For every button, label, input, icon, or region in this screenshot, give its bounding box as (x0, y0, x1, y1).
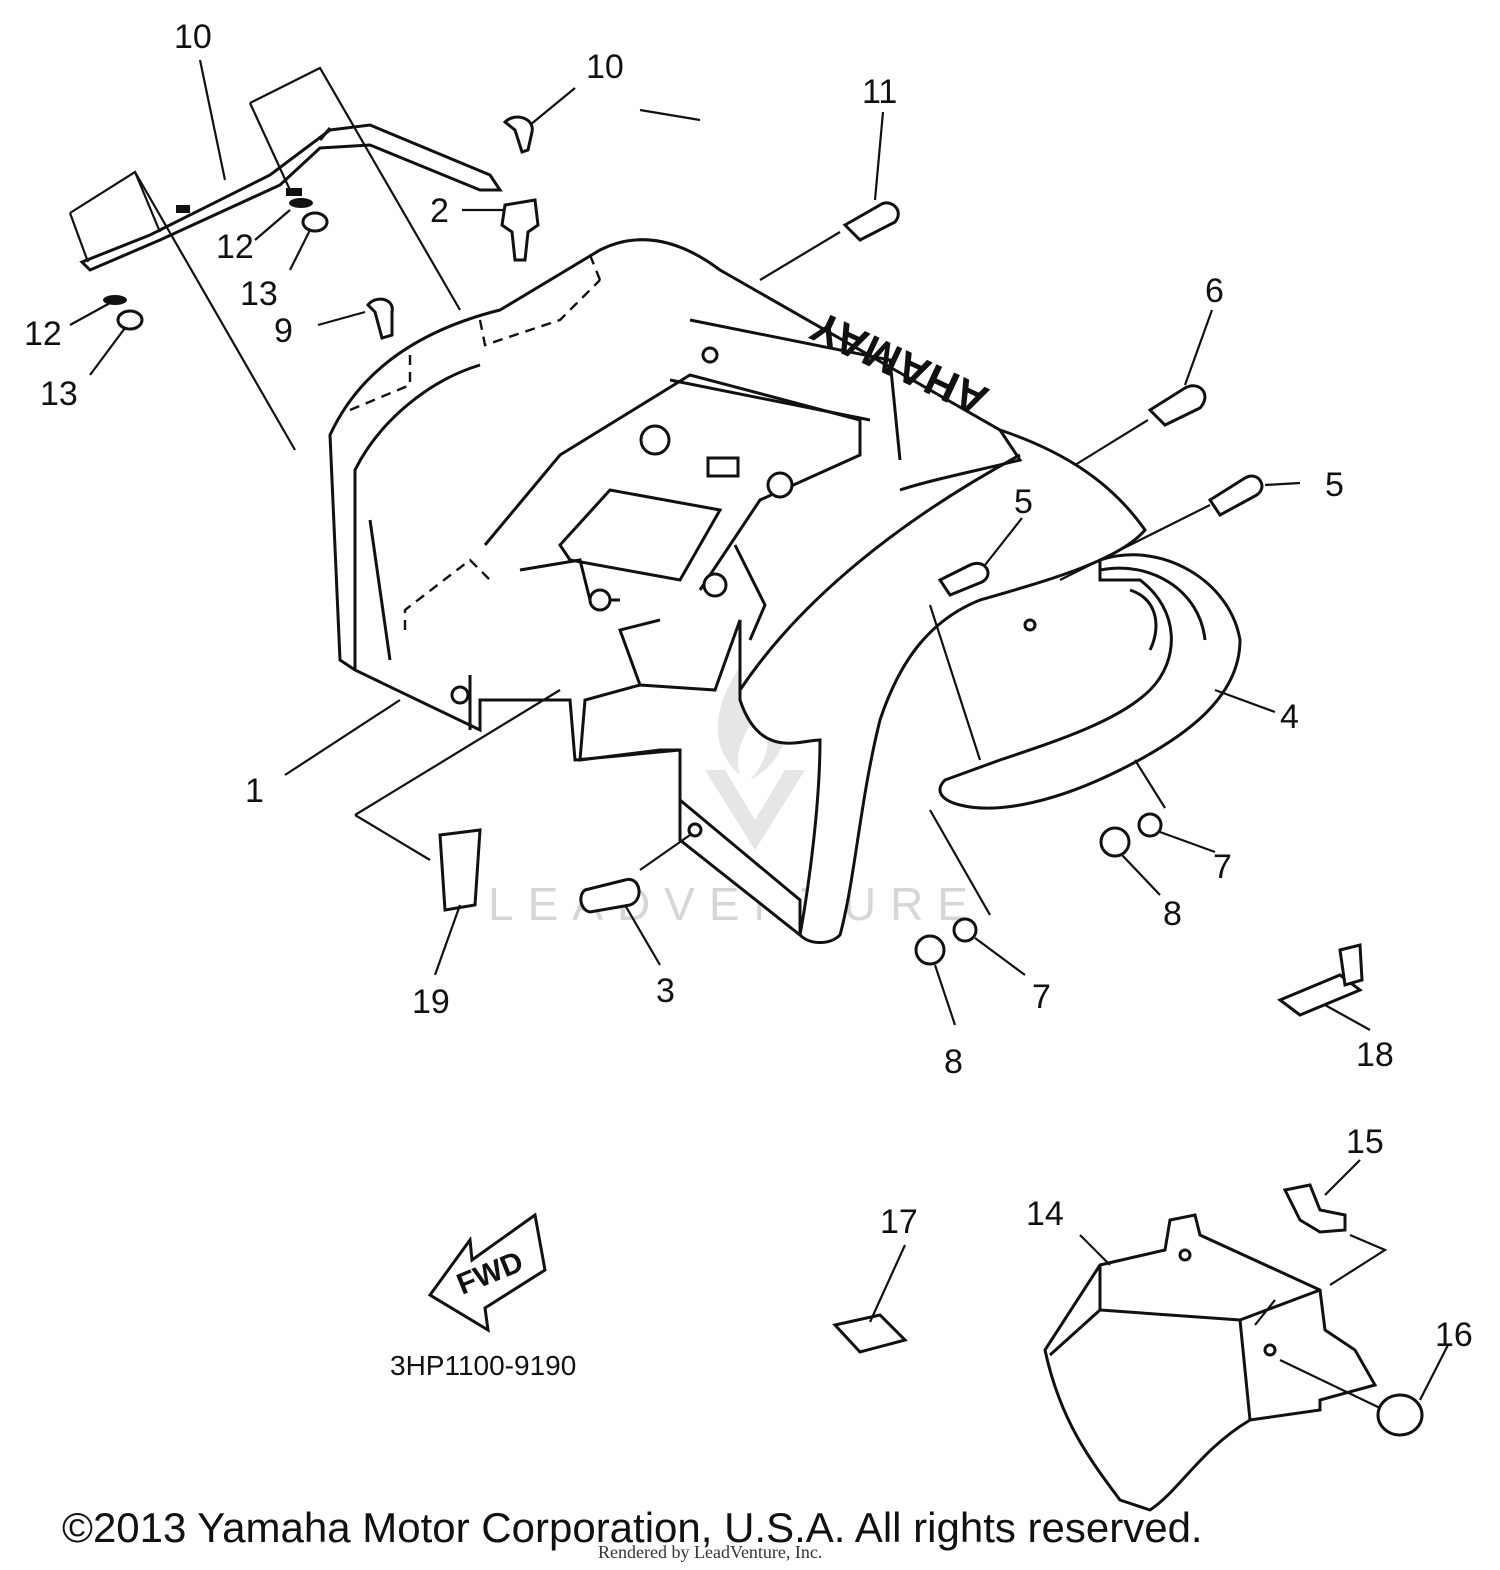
diagram-part-number: 3HP1100-9190 (390, 1350, 576, 1381)
dashed-hidden-lines (349, 254, 602, 630)
callout-5-left: 5 (1014, 483, 1033, 521)
callout-10-top: 10 (586, 48, 624, 86)
callout-13-lower: 13 (40, 375, 78, 413)
part-12-13-hardware (103, 198, 329, 331)
callout-5-right: 5 (1325, 466, 1344, 504)
fwd-arrow-decal: FWD (427, 1212, 547, 1333)
callout-8-left: 8 (944, 1043, 963, 1081)
part-17-pad (832, 1313, 908, 1354)
part-6-bolt (1147, 384, 1207, 427)
bolts (366, 115, 1264, 914)
part-3-bolt (579, 877, 641, 914)
part-5-bolt-b (937, 561, 990, 597)
callout-12-upper: 12 (216, 228, 254, 266)
callout-10-lower: 9 (274, 312, 293, 350)
callout-16: 16 (1435, 1316, 1473, 1354)
callout-13-upper: 13 (240, 275, 278, 313)
callout-19: 19 (412, 983, 450, 1021)
callout-6: 6 (1205, 272, 1224, 310)
watermark-text: LEADVENTURE (488, 878, 982, 930)
part-2-bolt (500, 198, 540, 262)
callout-14: 14 (1026, 1195, 1064, 1233)
callout-12-lower: 12 (24, 315, 62, 353)
part-9-rack (68, 66, 503, 451)
part-18-clip (1277, 943, 1364, 1017)
callout-labels: 10 10 11 2 12 13 12 9 13 6 5 5 4 1 7 8 7… (24, 18, 1473, 1354)
part-4-side-guard (928, 553, 1242, 810)
rendered-by-credit: Rendered by LeadVenture, Inc. (598, 1542, 822, 1562)
part-19-reflector (438, 828, 482, 912)
callout-1: 1 (245, 772, 264, 810)
part-1-rear-fender: YAMAHA (328, 238, 1147, 944)
callout-leaders (69, 59, 1449, 1401)
callout-4: 4 (1280, 698, 1299, 736)
part-11-bolt (842, 201, 900, 242)
part-10-bolt-a (502, 115, 534, 154)
nuts-washers (914, 812, 1163, 966)
callout-11: 11 (862, 73, 897, 111)
callout-3: 3 (656, 972, 675, 1010)
callout-9: 10 (174, 18, 212, 56)
callout-15: 15 (1346, 1123, 1384, 1161)
callout-17: 17 (880, 1203, 918, 1241)
part-14-storage-box (1043, 1183, 1424, 1512)
callout-2: 2 (430, 192, 449, 230)
callout-8-right: 8 (1163, 895, 1182, 933)
copyright-notice: ©2013 Yamaha Motor Corporation, U.S.A. A… (62, 1504, 1203, 1551)
callout-7-right: 7 (1213, 848, 1232, 886)
part-5-bolt-a (1207, 474, 1264, 517)
part-10-bolt-b (366, 297, 394, 340)
callout-7-left: 7 (1032, 978, 1051, 1016)
callout-18: 18 (1356, 1036, 1394, 1074)
